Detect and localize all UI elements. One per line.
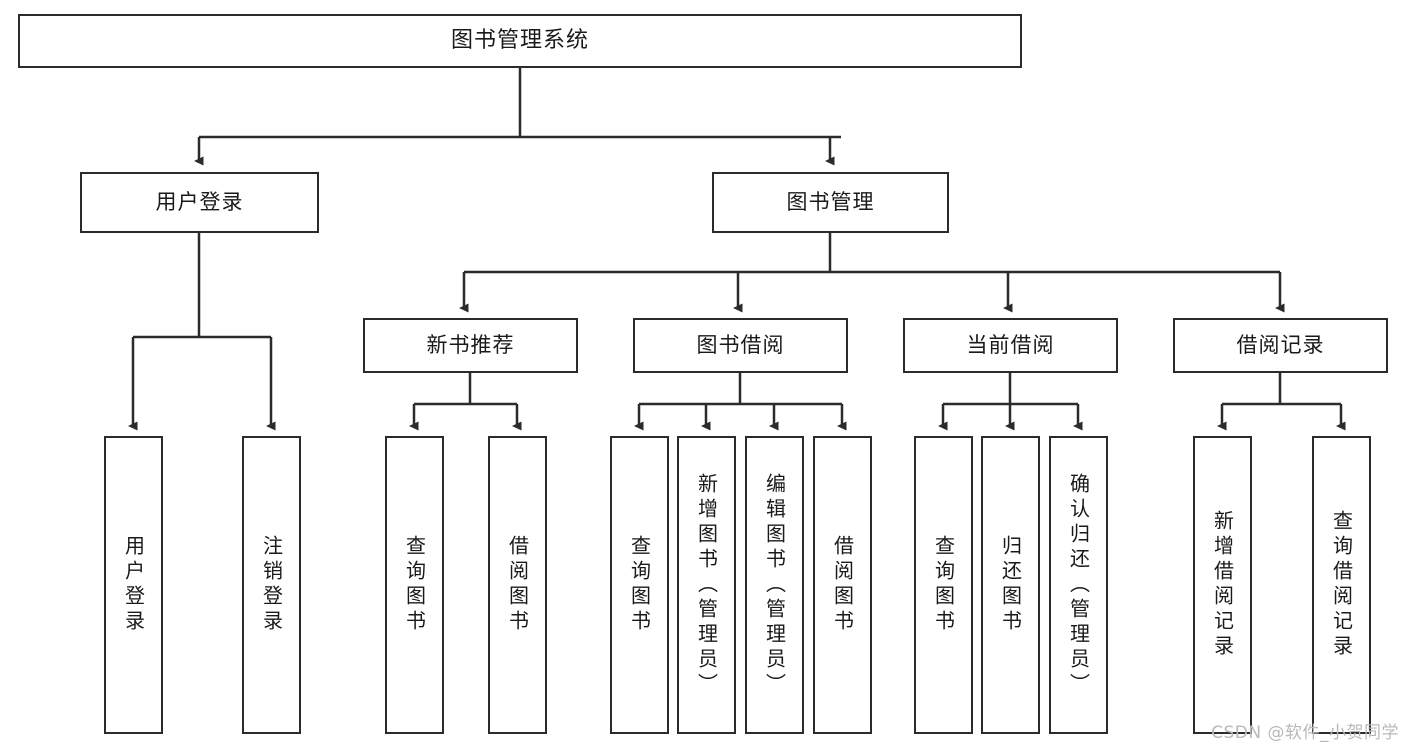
node-root-label: 图书管理系统 (450, 27, 589, 53)
leaf-label: 用户登录 (121, 535, 146, 635)
leaf-current-borrow-query[interactable]: 查询图书 (914, 436, 973, 734)
node-user-login-label: 用户登录 (155, 189, 244, 214)
leaf-label: 编辑图书（管理员） (762, 472, 787, 698)
leaf-user-login-logout[interactable]: 注销登录 (242, 436, 301, 734)
node-book-borrow[interactable]: 图书借阅 (633, 318, 848, 373)
node-new-book-recommend-label: 新书推荐 (426, 332, 515, 357)
leaf-label: 归还图书 (998, 535, 1023, 635)
leaf-book-borrow-edit[interactable]: 编辑图书（管理员） (745, 436, 804, 734)
leaf-borrow-record-query[interactable]: 查询借阅记录 (1312, 436, 1371, 734)
node-book-management-label: 图书管理 (786, 189, 875, 214)
node-book-management[interactable]: 图书管理 (712, 172, 949, 233)
leaf-current-borrow-return[interactable]: 归还图书 (981, 436, 1040, 734)
leaf-borrow-record-add[interactable]: 新增借阅记录 (1193, 436, 1252, 734)
leaf-user-login-login[interactable]: 用户登录 (104, 436, 163, 734)
node-current-borrow[interactable]: 当前借阅 (903, 318, 1118, 373)
leaf-book-borrow-add[interactable]: 新增图书（管理员） (677, 436, 736, 734)
leaf-label: 查询借阅记录 (1329, 510, 1354, 660)
leaf-label: 查询图书 (931, 535, 956, 635)
leaf-label: 借阅图书 (505, 535, 530, 635)
watermark-text: CSDN @软件_小贺同学 (1211, 723, 1399, 743)
node-new-book-recommend[interactable]: 新书推荐 (363, 318, 578, 373)
leaf-label: 新增图书（管理员） (694, 472, 719, 698)
node-book-borrow-label: 图书借阅 (696, 332, 785, 357)
node-current-borrow-label: 当前借阅 (966, 332, 1055, 357)
leaf-label: 新增借阅记录 (1210, 510, 1235, 660)
leaf-label: 查询图书 (627, 535, 652, 635)
node-borrow-record-label: 借阅记录 (1236, 332, 1325, 357)
leaf-label: 借阅图书 (830, 535, 855, 635)
leaf-book-borrow-query[interactable]: 查询图书 (610, 436, 669, 734)
leaf-label: 注销登录 (259, 535, 284, 635)
leaf-current-borrow-confirm-return[interactable]: 确认归还（管理员） (1049, 436, 1108, 734)
leaf-label: 确认归还（管理员） (1066, 472, 1091, 698)
node-root[interactable]: 图书管理系统 (18, 14, 1022, 68)
leaf-new-book-borrow[interactable]: 借阅图书 (488, 436, 547, 734)
leaf-new-book-query[interactable]: 查询图书 (385, 436, 444, 734)
node-borrow-record[interactable]: 借阅记录 (1173, 318, 1388, 373)
leaf-label: 查询图书 (402, 535, 427, 635)
node-user-login[interactable]: 用户登录 (80, 172, 319, 233)
leaf-book-borrow-borrow[interactable]: 借阅图书 (813, 436, 872, 734)
